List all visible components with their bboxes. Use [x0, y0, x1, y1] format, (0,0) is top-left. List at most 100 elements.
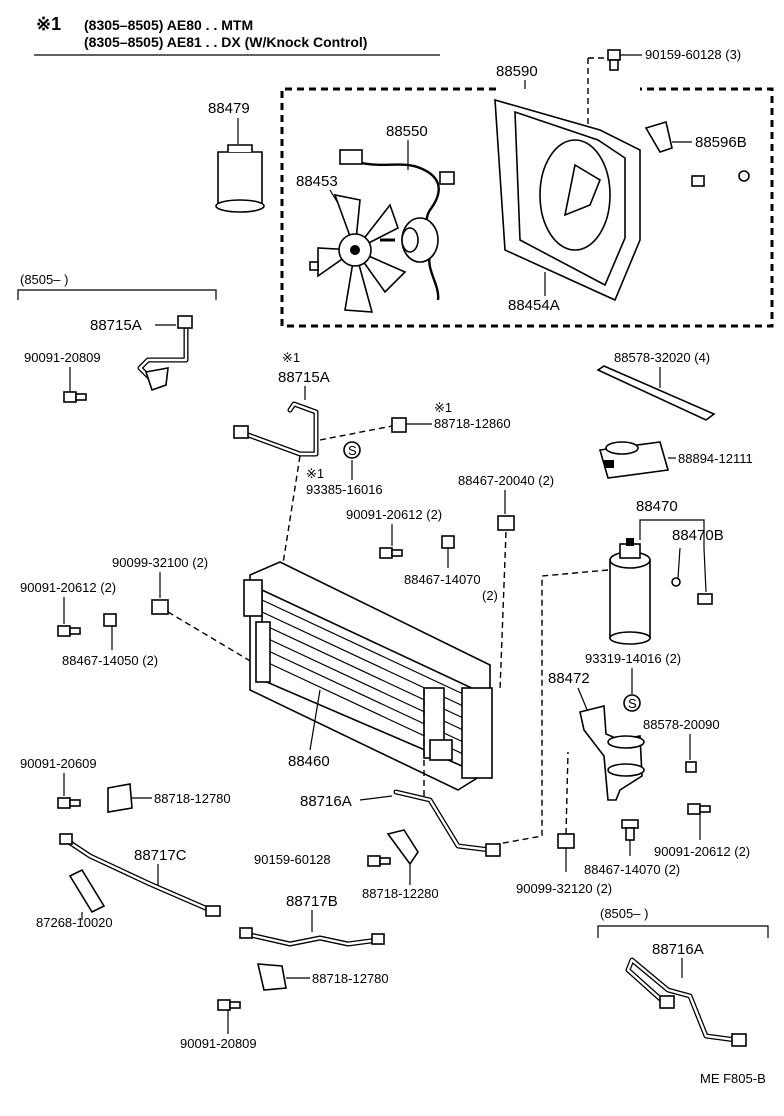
fitting-88718-12780-b	[256, 963, 287, 991]
leader-88460	[309, 689, 321, 751]
bolt-90091-20809-b	[217, 999, 241, 1011]
bolt-90159-60128-b	[367, 855, 391, 867]
seal-93319-14016	[623, 694, 641, 712]
label-88718-12780-a: 88718-12780	[154, 791, 231, 806]
grommet-88467-14070-a	[441, 535, 455, 549]
label-8505-a: (8505– )	[20, 272, 68, 287]
bracket-88472	[579, 704, 645, 801]
label-90091-20809-b: 90091-20809	[180, 1036, 257, 1051]
label-88467-14050: 88467-14050 (2)	[62, 653, 158, 668]
pipe-group-88716A-a: 88716A 90159-60128 88718-12280	[254, 690, 501, 901]
label-90091-20612-a: 90091-20612 (2)	[346, 507, 442, 522]
hose-87268-10020	[68, 868, 106, 914]
label-88716A-b: 88716A	[652, 941, 704, 958]
label-star1-b: ※1	[434, 400, 452, 415]
left-middle-parts: 90099-32100 (2) 90091-20612 (2) 88467-14…	[20, 555, 253, 668]
grommet-88467-14070-b	[621, 819, 639, 841]
fan-group-dashed-box	[280, 87, 774, 328]
plug-88470B	[697, 593, 713, 605]
bolt-90091-20609	[57, 797, 81, 809]
label-8505-b: (8505– )	[600, 906, 648, 921]
label-93385-16016: 93385-16016	[306, 482, 383, 497]
label-90091-20809-a: 90091-20809	[24, 350, 101, 365]
pipe-group-88717B: 88717B 88718-12780 90091-20809	[180, 893, 389, 1051]
connector-88550	[339, 149, 363, 165]
leader-88470B-b	[703, 547, 707, 593]
label-88717C: 88717C	[134, 847, 187, 864]
label-90159-60128-3: 90159-60128 (3)	[645, 47, 741, 62]
label-88470B: 88470B	[672, 527, 724, 544]
label-88460: 88460	[288, 753, 330, 770]
bracket-88894-12111	[598, 441, 670, 479]
label-88578-20090: 88578-20090	[643, 717, 720, 732]
label-93319-14016: 93319-14016 (2)	[585, 651, 681, 666]
nut-small	[309, 261, 319, 271]
fitting-88717B-b	[371, 933, 385, 945]
fitting-88715A-a	[177, 315, 193, 329]
bolt-90091-20612-c	[687, 803, 711, 815]
bolt-90159-60128-top	[607, 49, 621, 71]
label-88578-32020: 88578-32020 (4)	[614, 350, 710, 365]
motor-wire-88550	[349, 158, 440, 301]
seal-s-a: S	[348, 443, 357, 458]
label-2-a: (2)	[482, 588, 498, 603]
fitting-88718-12280	[386, 829, 419, 866]
grommet-90099-32120	[557, 833, 575, 849]
fitting-88717B-a	[239, 927, 253, 939]
label-88470: 88470	[636, 498, 678, 515]
fan-motor	[380, 217, 439, 263]
seal-s-b: S	[628, 696, 637, 711]
fan-assembly-group: 88590 90159-60128 (3) 88479 88550 88453	[208, 47, 774, 328]
label-88454A: 88454A	[508, 297, 560, 314]
label-88550: 88550	[386, 123, 428, 140]
dash-90099-32100	[167, 611, 253, 663]
lower-left-parts: 90091-20609 88718-12780 88717C 87268-100…	[20, 756, 231, 930]
part-88718-12860	[391, 417, 407, 433]
label-88717B: 88717B	[286, 893, 338, 910]
group-8505-lower-right: (8505– ) 88716A	[597, 906, 769, 1047]
diagram-code: ME F805-B	[700, 1071, 766, 1086]
leader-88470	[639, 519, 705, 548]
leader-88472	[577, 687, 589, 713]
label-88716A-a: 88716A	[300, 793, 352, 810]
condenser-88460	[243, 561, 493, 791]
fitting-88716A-b-b	[731, 1033, 747, 1047]
fan-88453	[317, 193, 407, 313]
lower-right-parts: 90099-32120 (2) 88467-14070 (2) 90091-20…	[516, 751, 750, 896]
fitting-88717C-b	[205, 905, 221, 917]
dash-88718-to-pipe	[319, 425, 393, 441]
grommet-88467-20040	[497, 515, 515, 531]
pipe-group-88715A-b: ※1 88715A ※1 88718-12860 S ※1 93385-1601…	[233, 350, 511, 571]
label-star1-a: ※1	[282, 350, 300, 365]
dash-receiver-to-pipe	[497, 569, 609, 845]
connector-88550-end	[439, 171, 455, 185]
receiver-group: 88470 88470B 93319-14016 (2) S 88472 885…	[497, 498, 724, 845]
label-88472: 88472	[548, 670, 590, 687]
label-88715A-a: 88715A	[90, 317, 142, 334]
oring-88470B	[671, 577, 681, 587]
strip-88578-32020	[596, 365, 716, 421]
group-8505-upper-left: (8505– ) 88715A 90091-20809	[17, 272, 217, 403]
bracket-88715A-a	[144, 367, 169, 392]
label-88715A-b: 88715A	[278, 369, 330, 386]
dash-88467-20040	[499, 531, 507, 691]
pad-88596B	[644, 120, 673, 153]
leader-88716A-a	[359, 795, 393, 801]
clamp-88578-20090	[685, 761, 697, 773]
bolt-90091-20612-a	[379, 547, 403, 559]
label-90099-32120: 90099-32120 (2)	[516, 881, 612, 896]
header-line2: (8305–8505) AE81 . . DX (W/Knock Control…	[84, 34, 367, 50]
label-88718-12780-b: 88718-12780	[312, 971, 389, 986]
label-88596B: 88596B	[695, 134, 747, 151]
clip-shroud	[691, 175, 705, 187]
fitting-88717C-a	[59, 833, 73, 845]
cap-88479	[215, 144, 265, 213]
dash-88715A-to-cond	[281, 455, 301, 571]
label-88718-12280: 88718-12280	[362, 886, 439, 901]
bolt-90091-20809-a	[63, 391, 87, 403]
fitting-88716A-b-a	[659, 995, 675, 1009]
label-90091-20612-c: 90091-20612 (2)	[654, 844, 750, 859]
shroud-88454A	[494, 98, 641, 302]
header-line1: (8305–8505) AE80 . . MTM	[84, 17, 253, 33]
